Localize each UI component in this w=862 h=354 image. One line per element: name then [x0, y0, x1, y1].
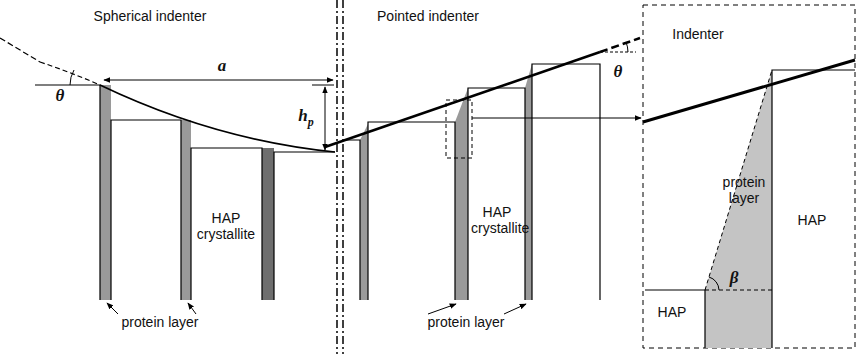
crystal-label: HAP crystallite: [191, 210, 261, 242]
angle-symbol: θ: [56, 86, 65, 106]
inset-label: Indenter: [672, 26, 723, 42]
dimension-symbol: hp: [298, 106, 313, 129]
region-label: HAP: [658, 304, 687, 320]
angle-symbol: β: [730, 268, 739, 288]
dimension-symbol: a: [218, 56, 227, 76]
crystal-label: HAP crystallite: [471, 204, 523, 236]
leader-label: protein layer: [427, 314, 504, 330]
leader-label: protein layer: [121, 314, 198, 330]
divider-line: [342, 0, 344, 354]
angle-symbol: θ: [614, 62, 623, 82]
divider-line: [336, 0, 338, 354]
pointed-panel: [325, 38, 641, 314]
inset-panel: [643, 5, 855, 348]
region-label: protein layer: [719, 174, 769, 206]
region-label: HAP: [798, 212, 827, 228]
spherical-panel: [0, 38, 335, 314]
panel-title: Spherical indenter: [94, 8, 207, 24]
panel-title: Pointed indenter: [377, 8, 479, 24]
